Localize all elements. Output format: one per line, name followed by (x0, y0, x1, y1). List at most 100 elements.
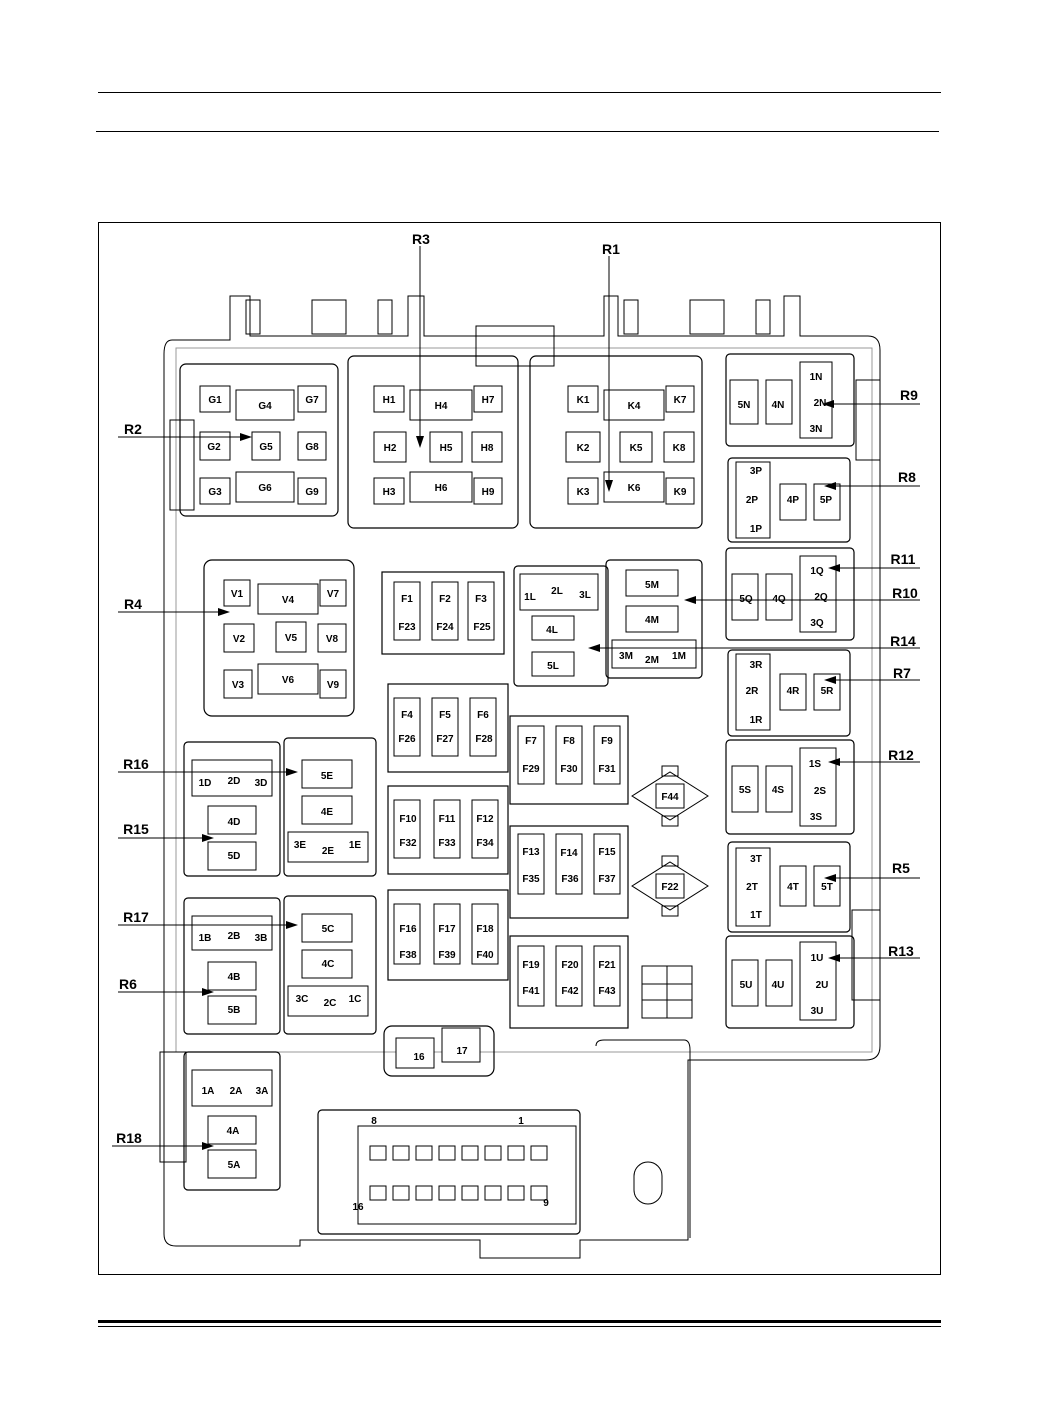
cell-1e: 1E (349, 840, 362, 851)
connector-pin (438, 1185, 456, 1201)
cell-h3: H3 (383, 487, 396, 498)
cell-k2: K2 (577, 443, 590, 454)
cell-4e: 4E (321, 807, 334, 818)
fuse-f30: F30 (560, 764, 578, 775)
cell-g8: G8 (305, 442, 319, 453)
cell-4l: 4L (546, 625, 558, 636)
micro-relay-t: 3T 2T 1T 4T 5T (727, 841, 851, 933)
cell-g4: G4 (258, 401, 272, 412)
micro-relay-m: 5M 4M 3M 2M 1M (605, 559, 703, 679)
cell-2n: 2N (814, 398, 827, 409)
cell-g1: G1 (208, 395, 222, 406)
fuse-f37: F37 (598, 874, 616, 885)
fuse-f42: F42 (561, 986, 579, 997)
cell-5d: 5D (228, 851, 241, 862)
spare-fuse-slot (641, 965, 693, 1019)
micro-relay-q: 5Q 4Q 1Q 2Q 3Q (725, 547, 855, 641)
micro-relay-b: 1B 2B 3B 4B 5B (183, 897, 281, 1035)
connector-pin (438, 1145, 456, 1161)
connector-pin (415, 1145, 433, 1161)
callout-r14: R14 (890, 633, 916, 649)
cell-4u: 4U (772, 980, 785, 991)
cell-k6: K6 (628, 483, 641, 494)
header-rule-bottom (96, 131, 939, 132)
cell-4b: 4B (228, 972, 241, 983)
connector-pin (369, 1185, 387, 1201)
cell-h8: H8 (481, 443, 494, 454)
callout-r9: R9 (900, 387, 918, 403)
callout-r4: R4 (124, 596, 142, 612)
cell-1s: 1S (809, 759, 822, 770)
cell-3u: 3U (811, 1006, 824, 1017)
cell-3r: 3R (750, 660, 764, 671)
cell-h5: H5 (440, 443, 453, 454)
relay-block-v: V1 V2 V3 V4 V5 V6 V7 V8 V9 (203, 559, 355, 717)
connector-pin (484, 1145, 502, 1161)
callout-r5: R5 (892, 860, 910, 876)
callout-r12: R12 (888, 747, 914, 763)
connector-pin (530, 1145, 548, 1161)
header-rule-top (98, 92, 941, 93)
fuse-f22: F22 (661, 882, 679, 893)
fuse-f44: F44 (661, 792, 679, 803)
cell-3b: 3B (255, 933, 268, 944)
cell-1p: 1P (750, 524, 763, 535)
cell-1c: 1C (349, 994, 362, 1005)
cell-g5: G5 (259, 442, 273, 453)
fuse-f20: F20 (561, 960, 579, 971)
diagram-frame (98, 222, 941, 1275)
callout-r18: R18 (116, 1130, 142, 1146)
fuse-f36: F36 (561, 874, 579, 885)
cell-g7: G7 (305, 395, 319, 406)
fuse-f22-holder: F22 (631, 855, 709, 917)
cell-k7: K7 (674, 395, 687, 406)
fuse-f10: F10 (399, 814, 417, 825)
callout-r10: R10 (892, 585, 918, 601)
footer-rule-thick (98, 1320, 941, 1323)
pin-1-label: 1 (518, 1116, 524, 1127)
cell-5s: 5S (739, 785, 752, 796)
cell-3s: 3S (810, 812, 823, 823)
connector-16-label: 16 (413, 1052, 425, 1063)
fuse-f44-holder: F44 (631, 765, 709, 827)
fuse-f34: F34 (476, 838, 494, 849)
fuse-group-4: F10 F11 F12 F32 F33 F34 (387, 785, 509, 875)
cell-3e: 3E (294, 840, 307, 851)
cell-v3: V3 (232, 680, 245, 691)
cell-4d: 4D (228, 817, 241, 828)
fuse-f8: F8 (563, 736, 575, 747)
cell-1l: 1L (524, 592, 536, 603)
callout-r2: R2 (124, 421, 142, 437)
callout-r8: R8 (898, 469, 916, 485)
connector-pin (461, 1145, 479, 1161)
cell-h2: H2 (384, 443, 397, 454)
fuse-f9: F9 (601, 736, 613, 747)
connector-pin (392, 1185, 410, 1201)
cell-v9: V9 (327, 680, 340, 691)
cell-4m: 4M (645, 615, 659, 626)
connector-pin (507, 1145, 525, 1161)
cell-2b: 2B (228, 931, 241, 942)
cell-v5: V5 (285, 633, 298, 644)
housing-outline (159, 295, 881, 1259)
fuse-f39: F39 (438, 950, 456, 961)
fuse-group-6: F16 F17 F18 F38 F39 F40 (387, 889, 509, 981)
fuse-f17: F17 (438, 924, 456, 935)
connector-17-label: 17 (456, 1046, 468, 1057)
connector-pin (530, 1185, 548, 1201)
fuse-f19: F19 (522, 960, 540, 971)
cell-2d: 2D (228, 776, 241, 787)
cell-4n: 4N (772, 400, 785, 411)
micro-relay-r: 3R 2R 1R 4R 5R (727, 649, 851, 737)
callout-r17: R17 (123, 909, 149, 925)
relay-block-k: K1 K2 K3 K4 K5 K6 K7 K8 K9 (529, 355, 703, 529)
fuse-f35: F35 (522, 874, 540, 885)
micro-relay-c: 5C 4C 3C 2C 1C (283, 895, 377, 1035)
connector-pin (507, 1185, 525, 1201)
micro-relay-s: 5S 4S 1S 2S 3S (725, 739, 855, 835)
callouts: R3 R1 R2 R4 R16 R15 R17 R6 R18 R9 R8 (112, 231, 920, 1150)
fuse-f43: F43 (598, 986, 616, 997)
fuse-f3: F3 (475, 594, 487, 605)
cell-1a: 1A (202, 1086, 215, 1097)
cell-3q: 3Q (810, 618, 824, 629)
